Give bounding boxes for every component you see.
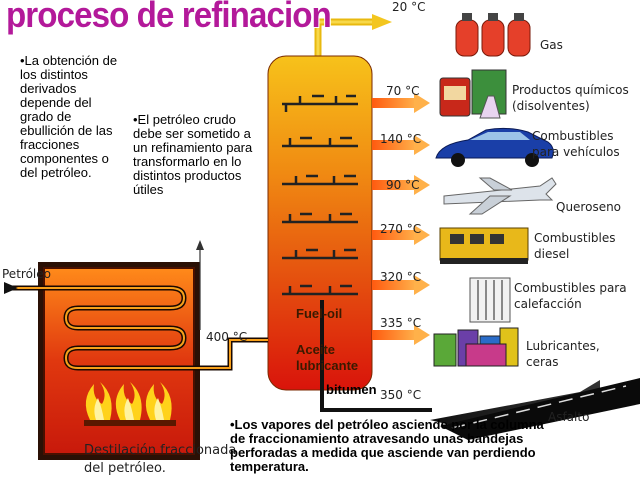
output-arrow-90 xyxy=(372,175,430,195)
rising-arrow xyxy=(196,240,204,330)
middle-explanation: •El petróleo crudo debe ser sometido a u… xyxy=(133,112,253,197)
product-chemicals: Productos químicos (disolventes) xyxy=(512,83,629,113)
temp-kerosene: 90 °C xyxy=(386,178,420,192)
gas-cylinders-icon xyxy=(455,13,531,57)
lubricant-cans-icon xyxy=(433,327,519,367)
bottom-explanation: •Los vapores del petróleo asciende por l… xyxy=(230,417,544,474)
burner-flames xyxy=(84,382,176,426)
output-arrow-320 xyxy=(372,275,430,295)
furnace-caption: Destilación fraccionada del petróleo. xyxy=(84,443,237,476)
road-icon xyxy=(430,378,640,440)
temp-gas: 20 °C xyxy=(392,0,426,14)
train-icon xyxy=(439,227,529,264)
temp-vehicle-fuel: 140 °C xyxy=(380,132,422,146)
radiator-icon xyxy=(469,277,511,323)
temp-chemicals: 70 °C xyxy=(386,84,420,98)
temp-diesel: 270 °C xyxy=(380,222,422,236)
product-lubricants: Lubricantes, ceras xyxy=(526,339,600,369)
label-fuel-oil: Fuel-oil xyxy=(296,306,343,321)
crude-oil-inlet-arrow xyxy=(4,282,18,294)
gas-pipe xyxy=(314,14,392,60)
temp-heating: 320 °C xyxy=(380,270,422,284)
label-bitumen: bitumen xyxy=(326,382,377,397)
output-arrow-70 xyxy=(372,93,430,113)
column-trays xyxy=(282,94,358,296)
product-heating: Combustibles para calefacción xyxy=(514,281,627,311)
output-arrow-270 xyxy=(372,225,430,245)
product-asphalt: Asfalto xyxy=(548,410,590,424)
product-kerosene: Queroseno xyxy=(556,200,622,214)
furnace-temperature: 400 °C xyxy=(206,330,248,344)
asphalt-outlet xyxy=(320,300,432,412)
airplane-icon xyxy=(443,177,557,215)
temp-lubricants: 335 °C xyxy=(380,316,422,330)
left-explanation: •La obtención de los distintos derivados… xyxy=(20,53,118,180)
furnace xyxy=(4,262,268,460)
label-aceite: Aceite xyxy=(296,342,336,357)
output-arrow-140 xyxy=(372,135,430,155)
chemicals-icon xyxy=(439,69,507,119)
car-icon xyxy=(435,127,554,167)
crude-oil-label: Petróleo xyxy=(2,267,51,281)
output-arrow-335 xyxy=(372,325,430,345)
product-vehicle-fuel: Combustibles para vehículos xyxy=(532,129,620,159)
product-diesel: Combustibles diesel xyxy=(534,231,616,261)
label-lubricante: lubricante xyxy=(296,358,359,373)
temp-asphalt: 350 °C xyxy=(380,388,422,402)
product-gas: Gas xyxy=(540,38,563,52)
page-title: proceso de refinacion xyxy=(6,0,332,35)
output-arrows xyxy=(372,93,430,345)
